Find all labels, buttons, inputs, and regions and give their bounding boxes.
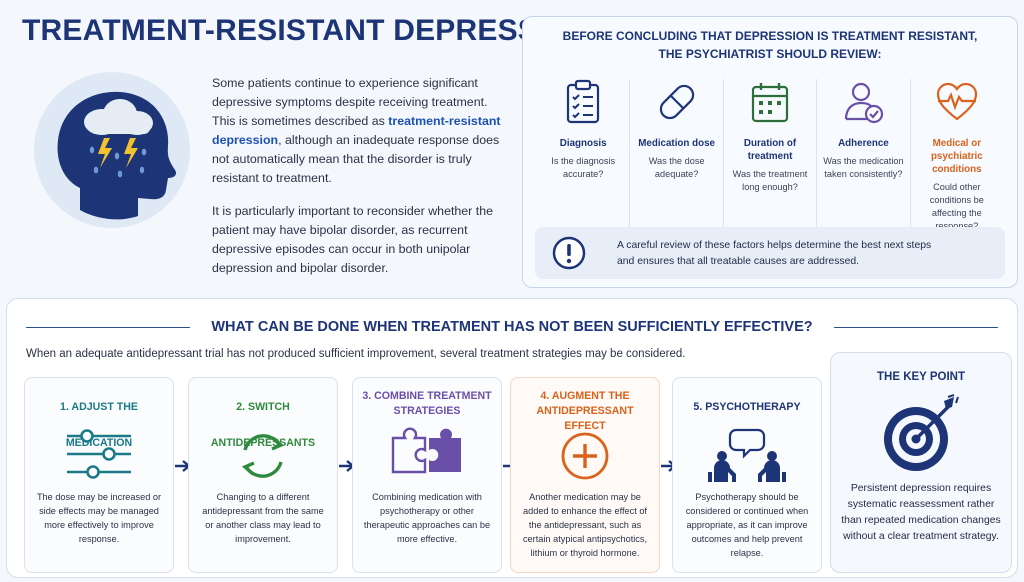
cycle-arrows-icon <box>241 434 285 478</box>
clipboard-icon <box>567 79 600 124</box>
conversation-icon <box>708 428 786 482</box>
capsule-icon <box>659 84 694 120</box>
review-notice: A careful review of these factors helps … <box>535 227 1005 279</box>
review-title: BEFORE CONCLUDING THAT DEPRESSION IS TRE… <box>562 29 978 61</box>
plus-circle-icon <box>561 432 609 480</box>
sliders-icon <box>67 429 131 479</box>
divider <box>26 327 190 328</box>
factor-duration: Duration of treatment Was the treatment … <box>724 79 818 229</box>
strategy-card-psychotherapy: 5. PSYCHOTHERAPY Psychotherapy should be… <box>672 377 822 573</box>
head-storm-cloud-icon <box>34 72 190 228</box>
notice-text: A careful review of these factors helps … <box>617 240 932 267</box>
intro-paragraph-2: It is particularly important to reconsid… <box>212 204 493 275</box>
strategy-card-adjust: 1. ADJUST THE MEDICATION The dose may be… <box>24 377 174 573</box>
factor-medication-dose: Medication dose Was the dose adequate? <box>630 79 724 229</box>
key-point-title: THE KEY POINT <box>877 371 965 383</box>
divider <box>834 327 998 328</box>
review-factors: Diagnosis Is the diagnosis accurate? Med… <box>537 79 1003 231</box>
strategy-card-switch: 2. SWITCH ANTIDEPRESSANTS Changing to a … <box>188 377 338 573</box>
key-point-text: Persistent depression requires systemati… <box>841 483 1001 542</box>
target-icon <box>884 394 959 471</box>
review-panel: BEFORE CONCLUDING THAT DEPRESSION IS TRE… <box>522 16 1018 288</box>
factor-diagnosis: Diagnosis Is the diagnosis accurate? <box>537 79 631 229</box>
factor-conditions: Medical or psychiatric conditions Could … <box>911 79 1003 231</box>
user-check-icon <box>845 82 884 124</box>
factor-adherence: Adherence Was the medication taken consi… <box>817 79 911 229</box>
exclamation-circle-icon <box>552 236 586 270</box>
puzzle-icon <box>391 427 461 474</box>
strategy-card-augment: 4. AUGMENT THE ANTIDEPRESSANT EFFECT Ano… <box>510 377 660 573</box>
calendar-icon <box>751 83 789 123</box>
heart-pulse-icon <box>936 82 977 121</box>
strategies-title: WHAT CAN BE DONE WHEN TREATMENT HAS NOT … <box>211 319 813 335</box>
strategies-subtitle: When an adequate antidepressant trial ha… <box>26 348 686 360</box>
page-title: TREATMENT-RESISTANT DEPRESSION <box>22 14 592 47</box>
strategy-card-combine: 3. COMBINE TREATMENT STRATEGIES Combinin… <box>352 377 502 573</box>
key-point-panel: THE KEY POINT Persistent depression requ… <box>830 352 1012 573</box>
highlight-term: treatment-resistant depression <box>212 114 501 147</box>
intro-paragraph-1: Some patients continue to experience sig… <box>212 76 501 185</box>
intro-text: Some patients continue to experience sig… <box>212 74 502 292</box>
